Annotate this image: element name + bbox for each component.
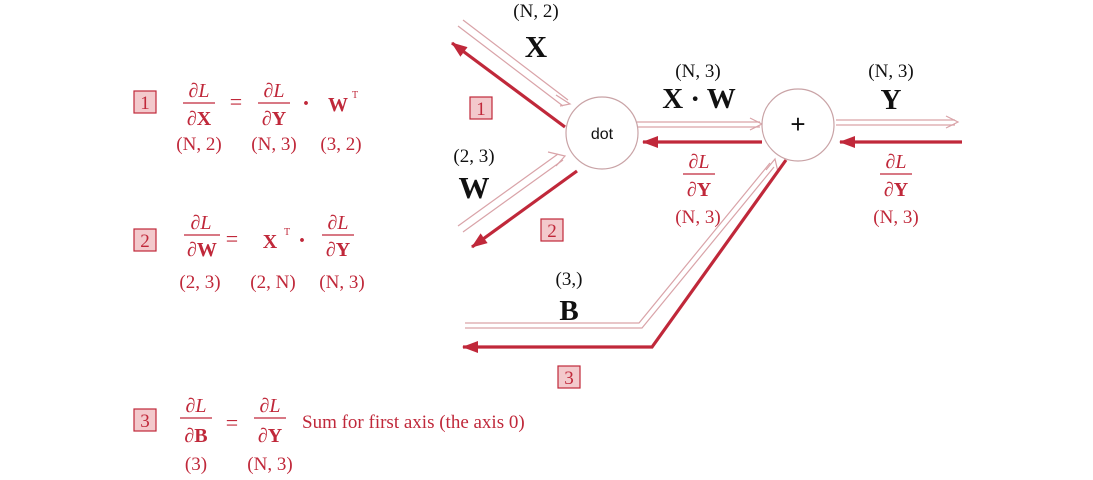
forward-x-arrowhead — [555, 94, 572, 107]
step-number: 2 — [547, 221, 557, 242]
shape-label: (N, 3) — [247, 454, 292, 475]
forward-w-arrowhead — [547, 151, 567, 167]
rhs-numerator: ∂L — [263, 80, 284, 102]
step-number: 3 — [564, 368, 574, 389]
formula-3: 3 ∂L ∂B = ∂L ∂Y Sum for first axis (the … — [133, 395, 525, 475]
step-box-3 — [133, 408, 157, 432]
sum-axis-note: Sum for first axis (the axis 0) — [302, 412, 525, 433]
lhs-denominator: ∂W — [187, 239, 217, 261]
gradient-right: ∂L ∂Y (N, 3) — [873, 151, 918, 228]
forward-y-arrowhead — [945, 115, 960, 129]
forward-x-line-a — [462, 19, 569, 101]
forward-b-line-b — [465, 166, 775, 329]
step-box-1 — [133, 90, 157, 114]
matrix-W: W — [328, 94, 348, 116]
x-variable-label: X — [525, 29, 548, 64]
dot-operator: · — [298, 228, 306, 254]
shape-label: (3, 2) — [320, 134, 361, 155]
rhs-numerator: ∂L — [327, 212, 348, 234]
grad-right-denominator: ∂Y — [884, 179, 909, 201]
backward-dx-arrow — [451, 41, 566, 129]
backward-db-arrow — [462, 159, 788, 353]
shape-label: (N, 3) — [251, 134, 296, 155]
equals-sign: = — [226, 410, 238, 435]
rhs-denominator: ∂Y — [326, 239, 351, 261]
plus-node-label: + — [790, 109, 805, 139]
backward-paths — [451, 41, 962, 353]
dot-node-circle — [565, 96, 639, 170]
backward-dw-arrow — [471, 169, 578, 249]
graph-step-1: 1 — [469, 96, 493, 120]
forward-x-line-b — [457, 25, 564, 107]
xw-variable-label: X · W — [662, 83, 736, 115]
shape-label: (2, N) — [250, 272, 295, 293]
step-number: 3 — [140, 411, 150, 432]
shape-label: (N, 2) — [176, 134, 221, 155]
grad-mid-denominator: ∂Y — [687, 179, 712, 201]
gradient-mid: ∂L ∂Y (N, 3) — [675, 151, 720, 228]
equals-sign: = — [230, 89, 242, 114]
step-number: 2 — [140, 231, 150, 252]
matrix-X: X — [263, 231, 278, 253]
formula-2: 2 ∂L ∂W = X T · ∂L ∂Y (2, 3) (2, N) (N, … — [133, 212, 365, 293]
forward-w-line-b — [457, 153, 559, 227]
b-variable-label: B — [559, 295, 578, 327]
dot-operator: · — [302, 91, 310, 117]
plus-node: + — [761, 88, 835, 162]
grad-right-shape: (N, 3) — [873, 207, 918, 228]
xw-shape-label: (N, 3) — [675, 61, 720, 82]
lhs-denominator: ∂B — [184, 425, 207, 447]
forward-b-line-a — [465, 162, 771, 324]
step-number: 1 — [476, 99, 486, 120]
shape-label: (2, 3) — [179, 272, 220, 293]
lhs-numerator: ∂L — [185, 395, 206, 417]
y-shape-label: (N, 3) — [868, 61, 913, 82]
rhs-denominator: ∂Y — [262, 108, 287, 130]
w-variable-label: W — [459, 170, 490, 205]
step-number: 1 — [140, 93, 150, 114]
plus-node-circle — [761, 88, 835, 162]
shape-label: (3) — [185, 454, 207, 475]
grad-mid-numerator: ∂L — [688, 151, 709, 173]
graph-step-3: 3 — [557, 365, 581, 389]
equals-sign: = — [226, 226, 238, 251]
shape-label: (N, 3) — [319, 272, 364, 293]
lhs-numerator: ∂L — [190, 212, 211, 234]
forward-paths — [457, 19, 960, 329]
lhs-denominator: ∂X — [187, 108, 212, 130]
formula-1: 1 ∂L ∂X = ∂L ∂Y · W T (N, 2) (N, 3) (3, … — [133, 80, 362, 155]
lhs-numerator: ∂L — [188, 80, 209, 102]
rhs-denominator: ∂Y — [258, 425, 283, 447]
y-variable-label: Y — [881, 84, 902, 116]
dot-node-label: dot — [591, 126, 614, 143]
step-box — [469, 96, 493, 120]
step-box — [540, 218, 564, 242]
rhs-numerator: ∂L — [259, 395, 280, 417]
step-box — [557, 365, 581, 389]
forward-xw-arrowhead — [749, 117, 764, 131]
step-box-2 — [133, 228, 157, 252]
graph-step-2: 2 — [540, 218, 564, 242]
transpose-mark: T — [284, 227, 290, 238]
forward-w-line-a — [462, 159, 564, 233]
w-shape-label: (2, 3) — [453, 146, 494, 167]
forward-b-arrowhead — [765, 157, 779, 173]
transpose-mark: T — [352, 90, 358, 101]
x-shape-label: (N, 2) — [513, 1, 558, 22]
dot-node: dot — [565, 96, 639, 170]
b-shape-label: (3,) — [556, 269, 583, 290]
grad-right-numerator: ∂L — [885, 151, 906, 173]
grad-mid-shape: (N, 3) — [675, 207, 720, 228]
